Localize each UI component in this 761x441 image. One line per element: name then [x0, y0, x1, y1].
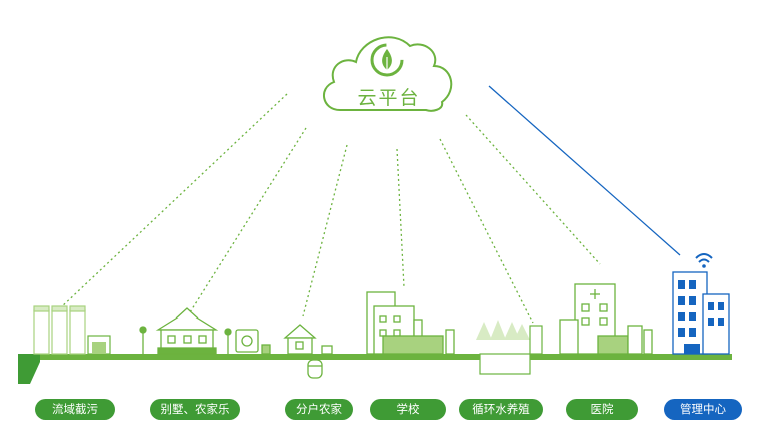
farming-trees-icon	[476, 320, 543, 375]
ground-base	[18, 354, 732, 384]
connector-school	[396, 148, 405, 288]
basin-tanks-icon	[33, 305, 111, 355]
connector-household	[302, 144, 348, 317]
household-house-icon	[283, 324, 333, 379]
node-basin[interactable]: 流域截污	[35, 399, 115, 420]
connector-hospital	[465, 114, 601, 265]
node-hospital[interactable]: 医院	[566, 399, 638, 420]
management-building-icon	[672, 253, 730, 355]
platform-label: 云平台	[357, 87, 421, 109]
connector-management	[488, 85, 681, 256]
leaf-logo-icon	[370, 43, 404, 77]
school-building-icon	[366, 291, 455, 355]
wifi-icon	[695, 253, 713, 263]
cloud-platform	[323, 36, 453, 112]
connection-lines	[59, 85, 681, 324]
connector-villa	[189, 127, 307, 313]
node-management[interactable]: 管理中心	[664, 399, 742, 420]
node-villa[interactable]: 别墅、农家乐	[150, 399, 240, 420]
connector-basin	[59, 93, 288, 309]
villa-house-icon	[139, 307, 271, 355]
connector-farming	[439, 138, 534, 324]
hospital-building-icon	[559, 283, 653, 355]
node-household[interactable]: 分户农家	[285, 399, 353, 420]
node-farming[interactable]: 循环水养殖	[459, 399, 543, 420]
node-school[interactable]: 学校	[370, 399, 446, 420]
